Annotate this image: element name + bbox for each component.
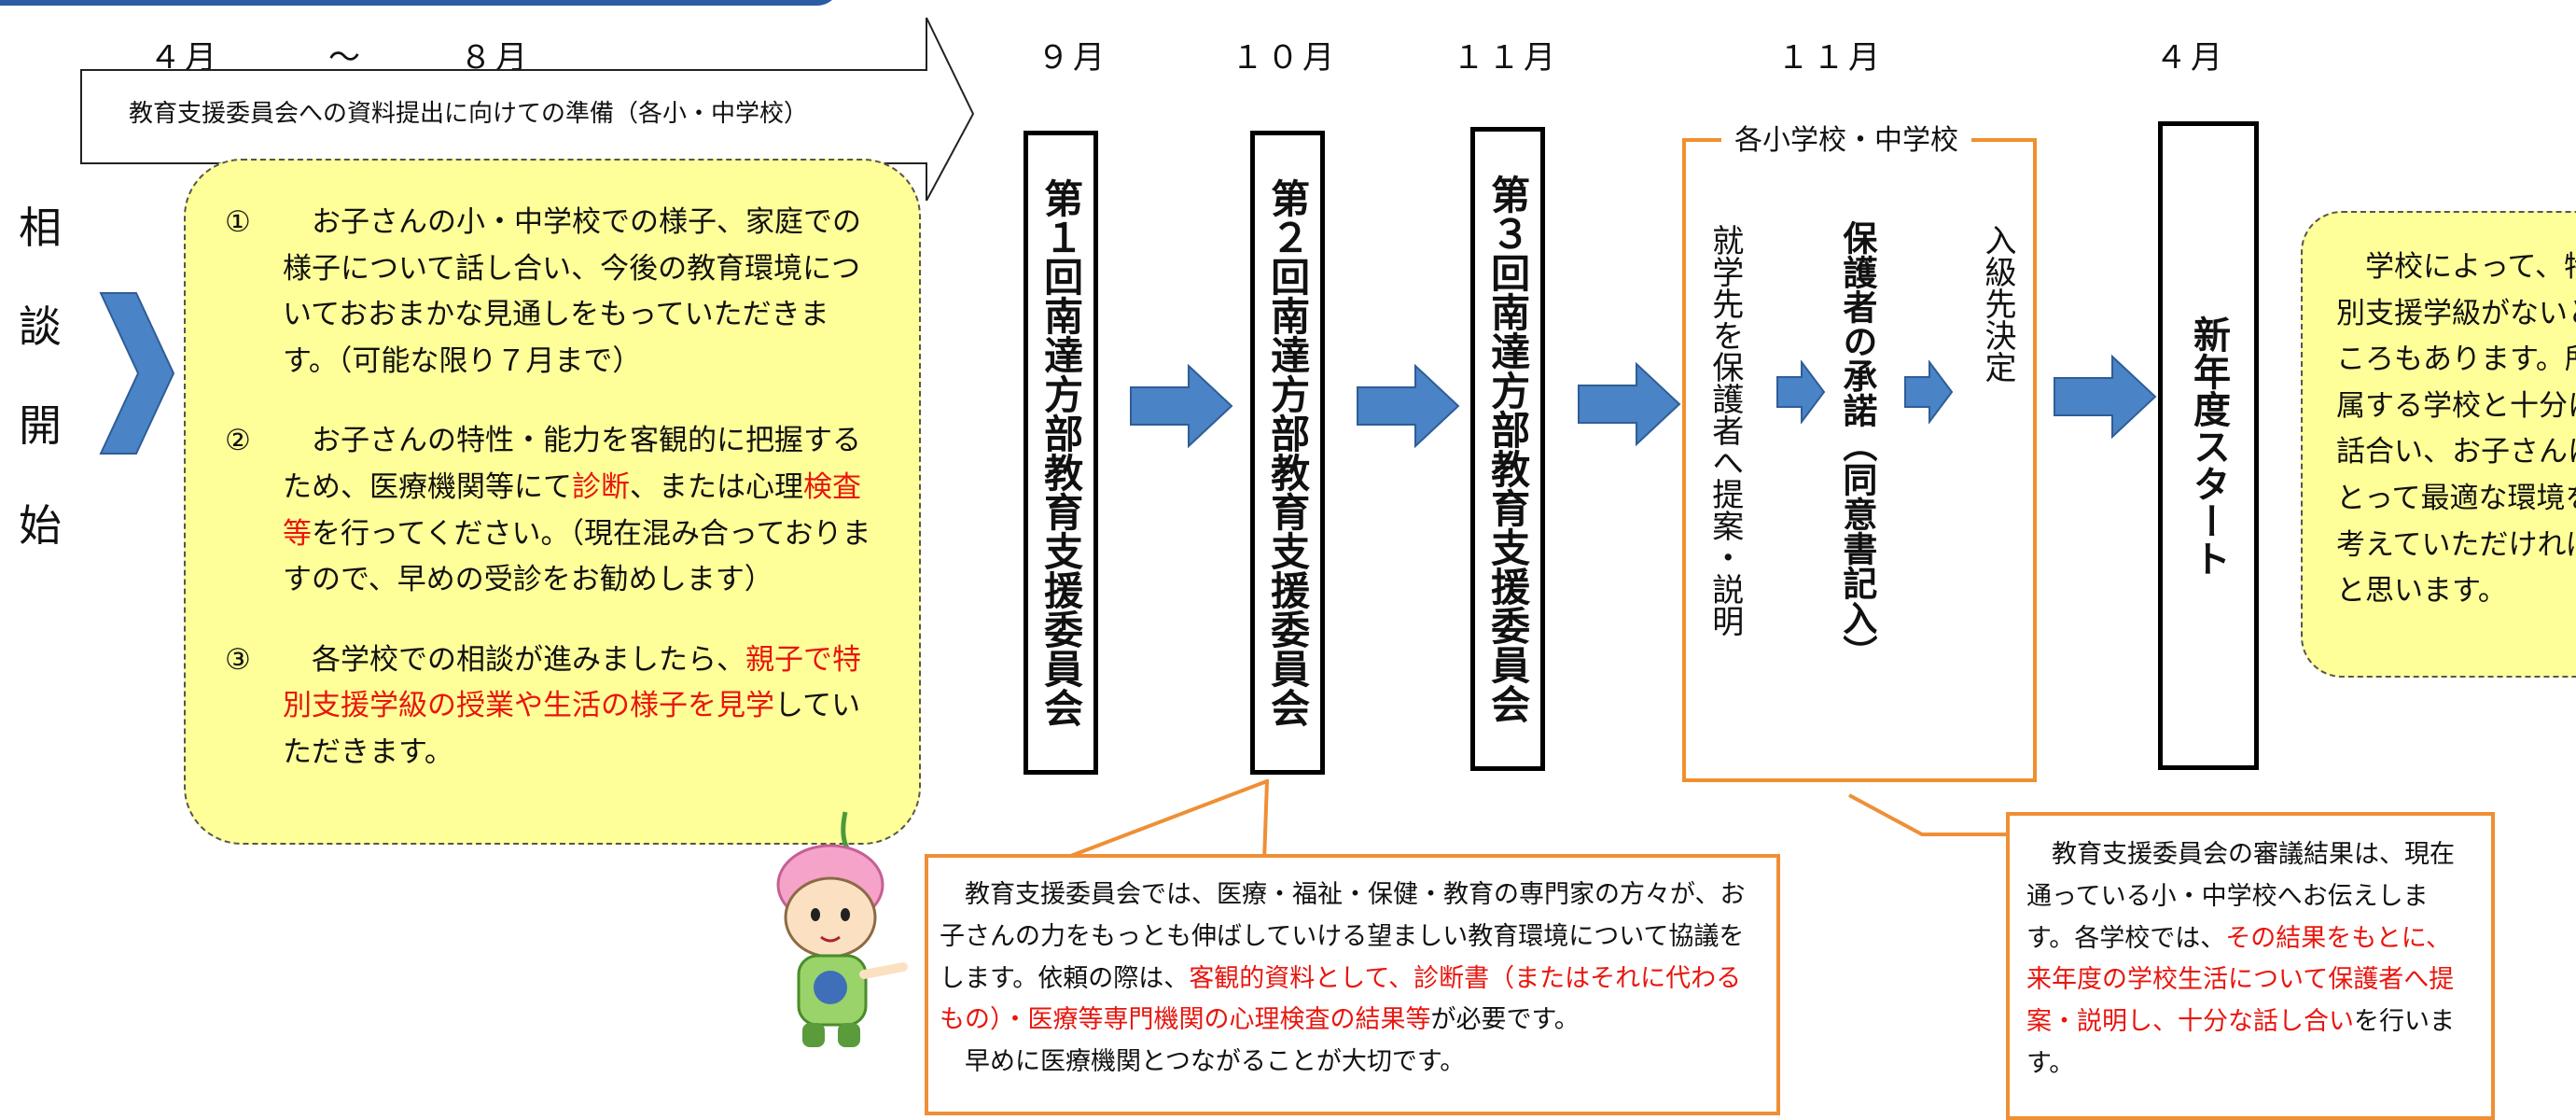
committee-box-first: 第１回南達方部教育支援委員会 <box>1023 131 1098 775</box>
step-propose-to-guardian: 就学先を保護者へ提案・説明 <box>1706 224 1744 637</box>
consultation-step-1: ① お子さんの小・中学校での様子、家庭での様子について話し合い、今後の教育環境に… <box>225 200 882 385</box>
step-class-decision: 入級先決定 <box>1979 224 2016 383</box>
step-guardian-consent: 保護者の承諾（同意書記入） <box>1836 220 1877 669</box>
header-bar <box>0 0 840 6</box>
callout-text: を行います。 <box>2026 1007 2455 1079</box>
callout-text: 教育支援委員会では、医療・福祉・保健・教育の専門家の方々が、お子さんの力をもっと… <box>940 880 1746 993</box>
month-label-apr-end: ４月 <box>2155 39 2226 77</box>
step-text-part: していただきます。 <box>283 689 861 769</box>
committee-label: 第２回南達方部教育支援委員会 <box>1264 178 1311 727</box>
new-year-start-box: 新年度スタート <box>2158 121 2259 770</box>
consultation-step-2: ② お子さんの特性・能力を客観的に把握するため、医療機関等にて診断、または心理検… <box>225 418 882 603</box>
preparation-label: 教育支援委員会への資料提出に向けての準備（各小・中学校） <box>129 100 809 128</box>
consultation-step-3: ③ 各学校での相談が進みましたら、親子で特別支援学級の授業や生活の様子を見学して… <box>225 637 882 777</box>
callout-text: 教育支援委員会の審議結果は、現在通っている小・中学校へお伝えします。各学校では、 <box>2026 840 2455 953</box>
month-label-oct: １０月 <box>1232 39 1338 77</box>
committee-label: 第３回南達方部教育支援委員会 <box>1484 175 1531 723</box>
step-number: ② <box>225 424 251 458</box>
month-label-nov-a: １１月 <box>1453 39 1559 77</box>
callout-text: が必要です。 <box>1430 1005 1580 1035</box>
committee-box-second: 第２回南達方部教育支援委員会 <box>1250 131 1325 775</box>
step-text-emphasis: 親子で特別支援学級の授業や生活の様子を見学 <box>283 642 861 723</box>
mascot-character-icon <box>776 811 908 1047</box>
flow-arrow-icon <box>1357 364 1460 448</box>
step-text-part: 、または心理 <box>630 469 803 504</box>
small-flow-arrow-icon <box>1776 360 1826 424</box>
school-note-box: 学校によって、特別支援学級がないところもあります。所属する学校と十分に話合い、お… <box>2301 211 2576 678</box>
step-text-part: お子さんの特性・能力を客観的に把握するため、医療機関等にて <box>283 424 861 504</box>
callout-text-emphasis: その結果をもとに、来年度の学校生活について保護者へ提案・説明し、十分な話し合い <box>2026 923 2455 1037</box>
flow-arrow-icon <box>1130 364 1233 448</box>
step-text-part: 各学校での相談が進みましたら、 <box>312 642 745 677</box>
consult-start-char-2: 談 <box>19 301 62 352</box>
step-text-emphasis: 検査等 <box>283 469 861 551</box>
flow-arrow-icon <box>2054 355 2157 439</box>
step-number: ③ <box>225 642 251 677</box>
consult-start-char-1: 相 <box>19 203 62 253</box>
committee-box-third: 第３回南達方部教育支援委員会 <box>1470 127 1545 771</box>
consultation-steps-box: ① お子さんの小・中学校での様子、家庭での様子について話し合い、今後の教育環境に… <box>184 159 921 845</box>
result-callout: 教育支援委員会の審議結果は、現在通っている小・中学校へお伝えします。各学校では、… <box>2006 812 2495 1120</box>
flow-arrow-icon <box>1578 362 1681 446</box>
school-frame-title: 各小学校・中学校 <box>1721 117 1971 158</box>
month-label-nov-b: １１月 <box>1777 39 1884 77</box>
consult-start-char-4: 始 <box>19 500 62 551</box>
callout-pointer <box>1848 793 2013 836</box>
callout-paragraph: 教育支援委員会では、医療・福祉・保健・教育の専門家の方々が、お子さんの力をもっと… <box>940 875 1765 1042</box>
step-text: お子さんの小・中学校での様子、家庭での様子について話し合い、今後の教育環境につい… <box>283 205 861 378</box>
step-text-emphasis: 診断 <box>572 469 630 504</box>
small-flow-arrow-icon <box>1904 360 1954 424</box>
callout-text-emphasis: 客観的資料として、診断書（またはそれに代わるもの）・医療等専門機関の心理検査の結… <box>940 963 1742 1035</box>
committee-label: 第１回南達方部教育支援委員会 <box>1037 178 1084 727</box>
callout-paragraph: 教育支援委員会の審議結果は、現在通っている小・中学校へお伝えします。各学校では、… <box>2026 834 2474 1085</box>
callout-pointer <box>1055 779 1269 863</box>
callout-paragraph: 早めに医療機関とつながることが大切です。 <box>965 1047 1466 1077</box>
chevron-right-icon <box>99 292 175 455</box>
step-number: ① <box>225 205 251 239</box>
new-year-label: 新年度スタート <box>2187 315 2230 577</box>
step-text: お子さんの特性・能力を客観的に把握するため、医療機関等にて診断、または心理検査等… <box>283 418 882 603</box>
consult-start-char-3: 開 <box>19 400 62 451</box>
step-text-part: を行ってください。（現在混み合っておりますので、早めの受診をお勧めします） <box>283 516 871 597</box>
step-text: 各学校での相談が進みましたら、親子で特別支援学級の授業や生活の様子を見学していた… <box>283 637 882 777</box>
month-label-sep: ９月 <box>1037 39 1108 77</box>
committee-callout: 教育支援委員会では、医療・福祉・保健・教育の専門家の方々が、お子さんの力をもっと… <box>925 854 1780 1115</box>
